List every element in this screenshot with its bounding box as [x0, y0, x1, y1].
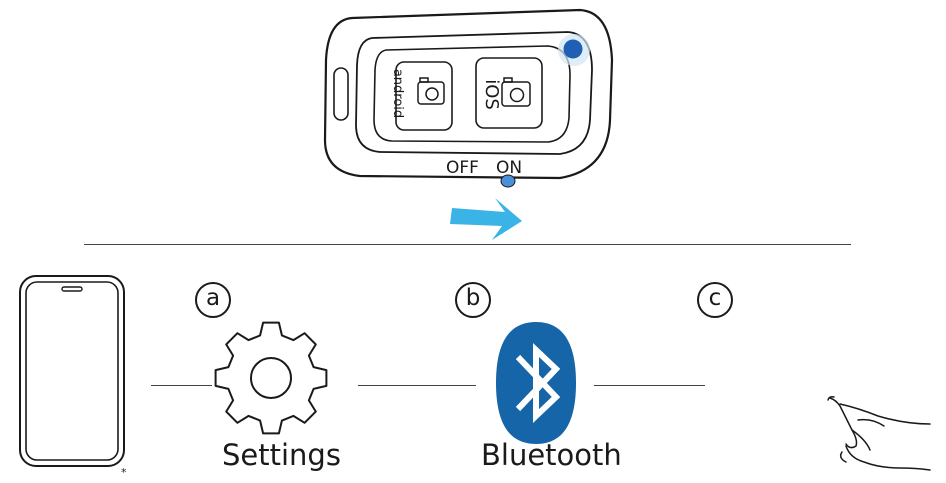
bluetooth-label: Bluetooth	[481, 438, 622, 472]
step-marker-b: b	[455, 282, 491, 318]
gear-hole	[250, 357, 292, 399]
connector-line	[151, 385, 212, 386]
gear-outline	[214, 321, 328, 435]
android-button	[395, 61, 453, 131]
step-marker-c: c	[697, 282, 733, 318]
phone-footnote: *	[121, 466, 127, 479]
led-indicator	[563, 39, 583, 59]
lanyard-slot	[333, 67, 349, 121]
connector-line	[594, 385, 705, 386]
remote-body	[323, 8, 614, 180]
switch-on-label: ON	[496, 158, 523, 178]
settings-label: Settings	[222, 438, 341, 472]
switch-off-label: OFF	[446, 158, 479, 178]
camera-icon	[501, 77, 531, 107]
ios-button	[475, 57, 543, 129]
divider	[84, 244, 851, 245]
step-marker-a: a	[195, 282, 231, 318]
power-switch-knob	[500, 174, 516, 188]
connector-line	[358, 385, 476, 386]
arrow-icon	[450, 198, 522, 240]
camera-icon	[417, 77, 445, 105]
